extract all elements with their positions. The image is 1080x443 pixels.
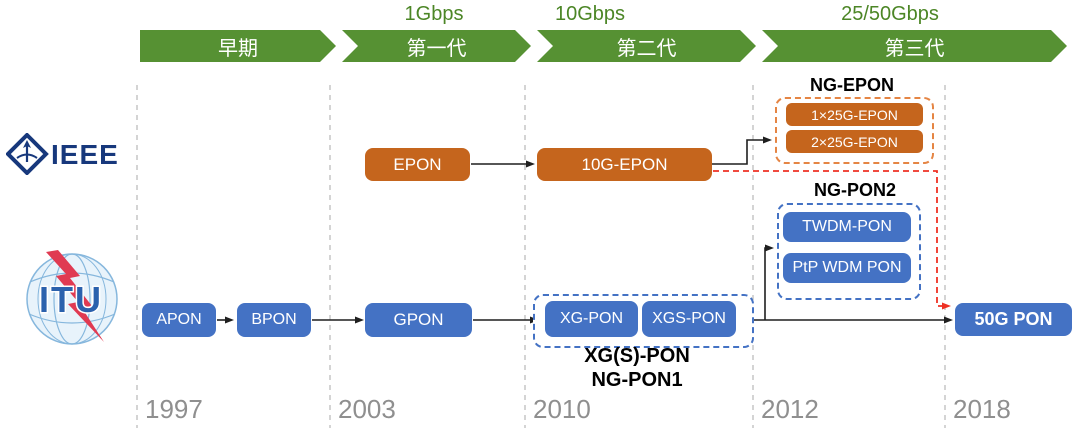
arrow-branch-to-ng-pon2	[764, 244, 774, 320]
generation-label: 第二代	[616, 37, 677, 60]
generation-segment-2nd: 第二代	[537, 30, 756, 62]
50g-pon-box: 50G PON	[955, 303, 1072, 336]
itu-logo-text: ITU	[39, 279, 103, 320]
year-label-1997: 1997	[145, 394, 203, 424]
generation-segment-early: 早期	[140, 30, 336, 62]
apon-box: APON	[142, 303, 216, 337]
ieee-compass-arms	[16, 153, 38, 159]
itu-lightning-bolt	[46, 250, 104, 342]
generation-segment-3rd: 第三代	[762, 30, 1067, 62]
red-dashed-10g-epon-to-50g-pon	[713, 170, 951, 310]
ieee-logo-text: IEEE	[51, 139, 118, 170]
year-label-2003: 2003	[338, 394, 396, 424]
gpon-box: GPON	[365, 303, 472, 337]
year-label-2018: 2018	[953, 394, 1011, 424]
arrow-10g-epon-to-ng-epon	[712, 136, 772, 165]
ng-epon-title: NG-EPON	[809, 75, 895, 95]
year-label-2010: 2010	[533, 394, 591, 424]
generation-label: 早期	[218, 37, 258, 60]
xg-s-pon-caption: XG(S)-PON	[584, 345, 690, 367]
generation-label: 第三代	[884, 37, 945, 60]
speed-label-1gbps: 1Gbps	[404, 3, 464, 25]
xg-pon-box: XG-PON	[545, 301, 638, 337]
10g-epon-box: 10G-EPON	[537, 148, 712, 181]
xgs-pon-box: XGS-PON	[642, 301, 736, 337]
epon-box: EPON	[365, 148, 470, 181]
itu-globe-meridian	[37, 253, 107, 345]
ptp-wdm-pon-box: PtP WDM PON	[783, 253, 911, 283]
generation-segment-1st: 第一代	[342, 30, 531, 62]
year-label-2012: 2012	[761, 394, 819, 424]
ng-pon1-caption: NG-PON1	[591, 369, 683, 391]
speed-label-25-50gbps: 25/50Gbps	[841, 3, 939, 25]
2x25g-epon-box: 2×25G-EPON	[786, 130, 923, 153]
speed-label-10gbps: 10Gbps	[554, 3, 626, 25]
1x25g-epon-box: 1×25G-EPON	[786, 103, 923, 126]
twdm-pon-box: TWDM-PON	[783, 212, 911, 242]
ng-pon2-title: NG-PON2	[813, 180, 897, 200]
itu-logo: ITU	[26, 250, 118, 345]
itu-globe-latitude	[28, 313, 116, 324]
generation-label: 第一代	[406, 37, 467, 60]
ieee-compass-head	[23, 140, 31, 148]
ieee-logo: IEEE	[6, 133, 118, 175]
bpon-box: BPON	[237, 303, 311, 337]
